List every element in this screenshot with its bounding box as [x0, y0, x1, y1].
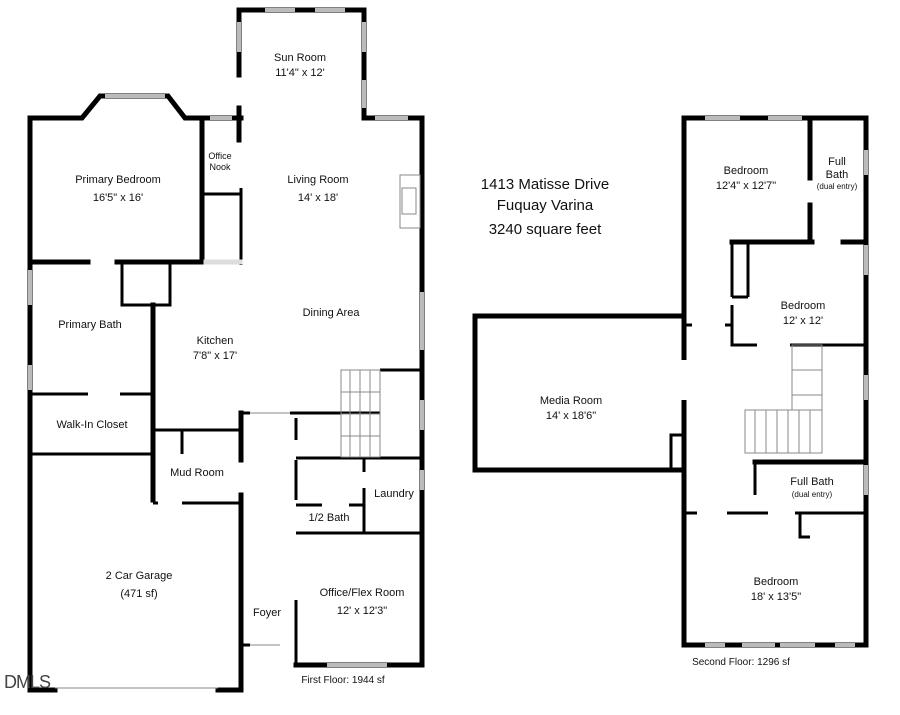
- room-primary-bath: Primary Bath: [58, 318, 122, 333]
- room-size: 16'5" x 16': [92, 192, 144, 204]
- room-office-nook: Office Nook: [205, 151, 235, 173]
- room-name: Full Bath: [825, 156, 849, 181]
- room-mud-room: Mud Room: [170, 466, 224, 481]
- room-size: 12'4" x 12'7": [715, 180, 777, 192]
- room-name: Primary Bedroom: [75, 174, 161, 186]
- room-name: Foyer: [252, 607, 282, 619]
- room-name: Kitchen: [196, 335, 234, 347]
- property-info: 1413 Matisse Drive Fuquay Varina 3240 sq…: [481, 174, 609, 240]
- second-floor-walls: [472, 115, 869, 648]
- room-size: 7'8" x 17': [192, 350, 238, 362]
- room-size: 12' x 12': [782, 315, 824, 327]
- room-dining-area: Dining Area: [303, 306, 360, 321]
- room-name: Office/Flex Room: [319, 587, 405, 599]
- room-name: Sun Room: [274, 52, 326, 64]
- room-primary-bedroom: Primary Bedroom 16'5" x 16': [75, 173, 161, 206]
- room-media-room: Media Room 14' x 18'6": [540, 394, 602, 424]
- room-office-flex: Office/Flex Room 12' x 12'3": [320, 586, 405, 619]
- room-bedroom-1: Bedroom 12'4" x 12'7": [716, 164, 776, 194]
- room-name: 1/2 Bath: [308, 512, 350, 524]
- total-area: 3240 square feet: [488, 221, 602, 238]
- address: 1413 Matisse Drive: [480, 176, 610, 193]
- room-half-bath: 1/2 Bath: [309, 511, 350, 526]
- room-name: Bedroom: [753, 576, 799, 588]
- room-name: Dining Area: [302, 307, 360, 319]
- room-full-bath-1: Full Bath(dual entry): [817, 156, 857, 192]
- room-full-bath-2: Full Bath (dual entry): [790, 475, 833, 500]
- room-name: 2 Car Garage: [105, 570, 173, 582]
- room-garage: 2 Car Garage (471 sf): [106, 569, 173, 602]
- room-kitchen: Kitchen 7'8" x 17': [193, 334, 237, 364]
- room-note: (dual entry): [816, 182, 858, 191]
- first-floor-caption: First Floor: 1944 sf: [301, 675, 385, 686]
- room-name: Primary Bath: [58, 319, 122, 331]
- room-size: 18' x 13'5": [750, 591, 802, 603]
- room-name: Media Room: [539, 395, 603, 407]
- room-name: Laundry: [374, 488, 414, 500]
- room-size: 11'4" x 12': [275, 67, 325, 79]
- room-bedroom-2: Bedroom 12' x 12': [781, 299, 826, 329]
- room-size: 14' x 18': [297, 192, 339, 204]
- room-foyer: Foyer: [253, 606, 281, 621]
- room-bedroom-3: Bedroom 18' x 13'5": [751, 575, 801, 605]
- room-size: (471 sf): [120, 588, 158, 600]
- mls-watermark-logo: DMLS: [4, 672, 51, 692]
- room-name: Living Room: [287, 174, 349, 186]
- room-name: Bedroom: [723, 165, 769, 177]
- room-size: 14' x 18'6": [545, 410, 597, 422]
- stairs-first-floor: [340, 369, 381, 458]
- room-note: (dual entry): [791, 490, 833, 499]
- room-name: Bedroom: [780, 300, 826, 312]
- room-laundry: Laundry: [374, 487, 414, 502]
- room-size: 12' x 12'3": [336, 605, 388, 617]
- city: Fuquay Varina: [496, 197, 594, 214]
- room-name: Full Bath: [790, 476, 834, 488]
- room-name: Office Nook: [208, 151, 232, 172]
- room-name: Mud Room: [170, 467, 224, 479]
- room-living-room: Living Room 14' x 18': [287, 173, 348, 206]
- first-floor-walls: [27, 7, 425, 693]
- stairs-second-floor: [744, 344, 823, 454]
- room-name: Walk-In Closet: [56, 419, 128, 431]
- room-walk-in-closet: Walk-In Closet: [56, 418, 127, 433]
- fireplace: [399, 174, 421, 229]
- room-sun-room: Sun Room 11'4" x 12': [274, 51, 326, 81]
- second-floor-caption: Second Floor: 1296 sf: [692, 657, 790, 668]
